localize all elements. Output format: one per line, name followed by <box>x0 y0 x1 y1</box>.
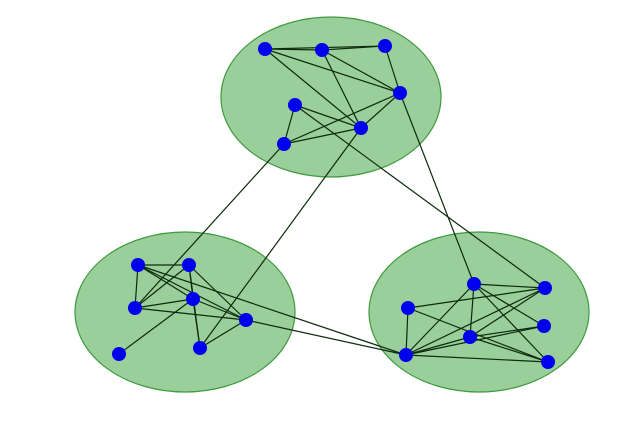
node-l4 <box>186 292 200 306</box>
edge-r2-r5 <box>469 287 546 338</box>
node-l3 <box>128 301 142 315</box>
edge-l4-l7 <box>118 298 194 355</box>
edge-t3-t4 <box>384 45 401 94</box>
edge-r3-r6 <box>405 307 409 356</box>
node-r5 <box>463 330 477 344</box>
node-t5 <box>288 98 302 112</box>
edge-r5-r6 <box>405 336 471 356</box>
edge-t4-t6 <box>360 92 401 129</box>
edge-l1-l3 <box>134 264 139 309</box>
edge-t5-t6 <box>294 104 362 129</box>
edge-r1-r6 <box>405 283 475 356</box>
edge-t4-t7 <box>283 92 401 145</box>
edge-r5-r7 <box>469 336 549 363</box>
edge-t4-r1 <box>399 92 475 285</box>
node-l2 <box>182 258 196 272</box>
node-r4 <box>537 319 551 333</box>
node-l7 <box>112 347 126 361</box>
node-r7 <box>541 355 555 369</box>
edge-r1-r2 <box>473 283 546 289</box>
edge-r2-r6 <box>405 287 546 356</box>
edge-t2-t6 <box>321 49 362 129</box>
node-l5 <box>239 313 253 327</box>
edge-r6-r7 <box>405 354 549 363</box>
node-layer <box>112 39 555 369</box>
edge-t2-t4 <box>321 49 401 94</box>
edge-r1-r5 <box>469 283 475 338</box>
edge-l5-l6 <box>199 319 247 349</box>
edge-l3-l2 <box>134 264 190 309</box>
edge-l5-r6 <box>245 319 407 356</box>
edge-r4-r5 <box>469 325 545 338</box>
edge-r3-r2 <box>407 287 546 309</box>
edge-l1-r6 <box>137 264 407 356</box>
node-r2 <box>538 281 552 295</box>
cluster-top <box>220 16 442 178</box>
edge-l1-l4 <box>137 264 194 300</box>
node-t1 <box>258 42 272 56</box>
node-r3 <box>401 301 415 315</box>
edge-t6-t7 <box>283 127 362 145</box>
edge-l3-l4 <box>134 298 194 309</box>
node-t4 <box>393 86 407 100</box>
edge-l2-l5 <box>188 264 247 321</box>
node-t2 <box>315 43 329 57</box>
node-t7 <box>277 137 291 151</box>
node-l1 <box>131 258 145 272</box>
edge-t6-l6 <box>199 127 362 349</box>
edge-l4-l5 <box>192 298 247 321</box>
node-l6 <box>193 341 207 355</box>
edge-t5-r2 <box>294 104 546 289</box>
node-r1 <box>467 277 481 291</box>
node-t3 <box>378 39 392 53</box>
cluster-right <box>368 231 590 393</box>
edge-r3-r7 <box>407 307 549 363</box>
edge-t1-t6 <box>264 48 362 129</box>
edge-l3-l5 <box>134 307 247 321</box>
node-r6 <box>399 348 413 362</box>
edge-t7-l3 <box>134 143 285 309</box>
cluster-left <box>74 231 296 393</box>
edge-l6-l2 <box>188 264 201 349</box>
node-t6 <box>354 121 368 135</box>
cluster-layer <box>74 16 590 393</box>
